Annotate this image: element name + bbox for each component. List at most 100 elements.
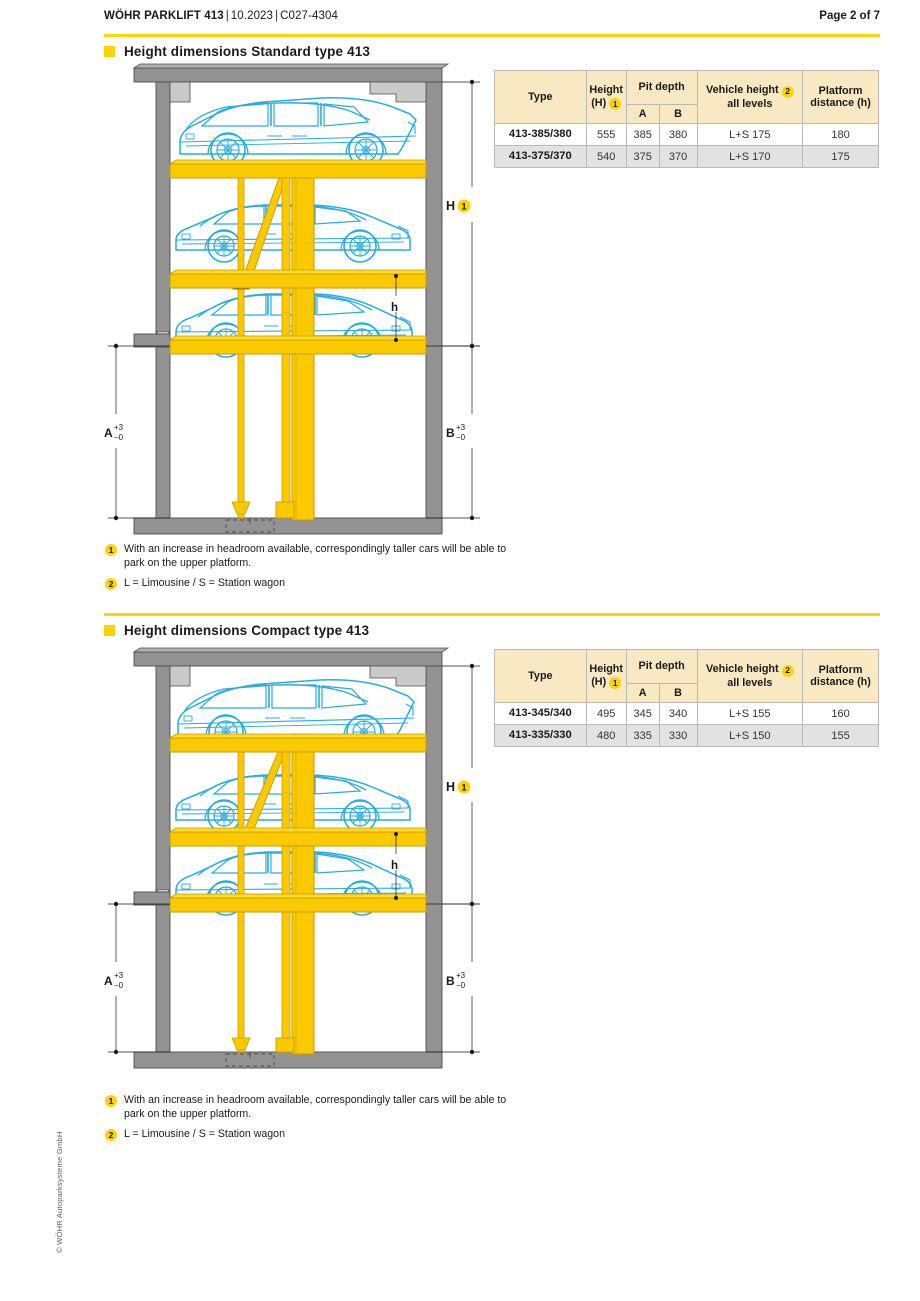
th-pit-depth: Pit depth <box>625 70 698 105</box>
dim-label-platform-distance: h <box>391 302 398 314</box>
th-pit-a: A <box>625 103 660 125</box>
svg-text:+3: +3 <box>456 971 466 980</box>
cell-height: 555 <box>585 123 627 147</box>
diagram-standard: H h A +3 −0 B +3 −0 1 <box>100 62 492 540</box>
th-height: Height (H) 1 <box>585 69 627 125</box>
dim-label-h-total: H <box>446 199 455 213</box>
footnote-badge-2: 2 <box>105 577 117 590</box>
footnote-item: 1 With an increase in headroom available… <box>105 1094 525 1122</box>
th-platform-line2: distance (h) <box>810 676 871 689</box>
th-pit-b: B <box>658 682 698 704</box>
dim-label-h-total: H <box>446 780 455 794</box>
footnote-item: 2 L = Limousine / S = Station wagon <box>105 1128 525 1142</box>
cell-height: 480 <box>585 724 627 748</box>
cell-pit-a: 345 <box>625 702 660 726</box>
section-title-compact: Height dimensions Compact type 413 <box>104 623 369 638</box>
badge-footnote-2: 2 <box>781 664 794 677</box>
cell-platform-distance: 160 <box>802 702 879 726</box>
page-header: WÖHR PARKLIFT 413|10.2023|C027-4304 Page… <box>104 10 880 32</box>
th-height-line1: Height <box>589 84 623 97</box>
dim-label-a: A <box>104 974 113 988</box>
svg-text:−0: −0 <box>456 433 466 442</box>
cell-pit-a: 335 <box>625 724 660 748</box>
header-separator-1: | <box>225 10 229 22</box>
th-vehicle-height-line1: Vehicle height 2 <box>700 663 801 677</box>
th-platform-distance: Platform distance (h) <box>802 648 879 704</box>
table-subheader-row: A B <box>495 103 879 125</box>
cell-platform-distance: 155 <box>802 724 879 748</box>
document-date: 10.2023 <box>230 10 274 22</box>
th-height-line2: (H) 1 <box>589 676 624 690</box>
section-title-label: Height dimensions Standard type 413 <box>124 44 371 59</box>
cell-type: 413-345/340 <box>494 702 587 726</box>
th-platform-distance: Platform distance (h) <box>802 69 879 125</box>
dim-label-platform-distance: h <box>391 860 398 872</box>
th-vehicle-height-line2: all levels <box>727 676 773 689</box>
cell-pit-b: 340 <box>658 702 698 726</box>
th-type: Type <box>494 648 587 704</box>
footnote-text: With an increase in headroom available, … <box>124 1094 507 1120</box>
th-vehicle-height: Vehicle height 2 all levels <box>696 69 804 125</box>
footnote-badge-2: 2 <box>105 1128 117 1141</box>
th-vehicle-height-line2: all levels <box>727 97 773 110</box>
dim-label-b: B <box>446 974 455 988</box>
cell-platform-distance: 180 <box>802 123 879 147</box>
footnote-badge-1: 1 <box>105 544 117 556</box>
th-pit-b: B <box>658 103 698 125</box>
footnote-text: L = Limousine / S = Station wagon <box>124 576 285 589</box>
cell-pit-a: 385 <box>625 123 660 147</box>
cell-type: 413-375/370 <box>494 145 587 169</box>
section-title-label: Height dimensions Compact type 413 <box>124 623 370 638</box>
footnote-text: L = Limousine / S = Station wagon <box>124 1127 285 1140</box>
cell-height: 540 <box>585 145 627 169</box>
diagram-compact: H h A +3 −0 B +3 −0 1 <box>100 646 492 1076</box>
th-platform-line1: Platform <box>818 663 863 676</box>
table-header-row: Type Height (H) 1 Pit depth Vehicle heig… <box>494 648 879 704</box>
cell-pit-b: 330 <box>658 724 698 748</box>
cell-height: 495 <box>585 702 627 726</box>
badge-footnote-1: 1 <box>609 677 622 690</box>
th-height-line1: Height <box>589 663 623 676</box>
dim-badge-h <box>457 780 471 794</box>
th-platform-line2: distance (h) <box>810 97 871 110</box>
footnote-badge-1: 1 <box>105 1095 117 1107</box>
th-pit-depth: Pit depth <box>625 649 698 684</box>
svg-text:−0: −0 <box>114 981 124 990</box>
spec-table-compact: Type Height (H) 1 Pit depth Vehicle heig… <box>494 648 879 748</box>
svg-text:−0: −0 <box>114 433 124 442</box>
th-height: Height (H) 1 <box>585 648 627 704</box>
header-separator-2: | <box>275 10 279 22</box>
badge-footnote-2: 2 <box>781 85 794 98</box>
table-header-row: Type Height (H) 1 Pit depth Vehicle heig… <box>494 69 879 125</box>
footnotes-standard: 1 With an increase in headroom available… <box>105 543 525 597</box>
svg-text:1: 1 <box>461 202 466 212</box>
section-rule-compact <box>104 613 880 616</box>
table-row: 413-345/340 495 345 340 L+S 155 160 <box>494 702 879 726</box>
header-rule <box>104 34 880 37</box>
cell-platform-distance: 175 <box>802 145 879 169</box>
th-type: Type <box>494 69 587 125</box>
svg-text:+3: +3 <box>114 423 124 432</box>
svg-text:−0: −0 <box>456 981 466 990</box>
cell-vehicle-height: L+S 150 <box>696 724 804 748</box>
square-bullet-icon <box>104 625 115 636</box>
dim-label-a: A <box>104 426 113 440</box>
document-code: C027-4304 <box>280 10 338 22</box>
cell-type: 413-335/330 <box>494 724 587 748</box>
cell-vehicle-height: L+S 170 <box>696 145 804 169</box>
cell-vehicle-height: L+S 175 <box>696 123 804 147</box>
cell-pit-a: 375 <box>625 145 660 169</box>
th-vehicle-height: Vehicle height 2 all levels <box>696 648 804 704</box>
section-title-standard: Height dimensions Standard type 413 <box>104 44 370 59</box>
footnote-item: 1 With an increase in headroom available… <box>105 543 525 571</box>
table-row: 413-375/370 540 375 370 L+S 170 175 <box>494 145 879 169</box>
svg-text:+3: +3 <box>114 971 124 980</box>
th-height-line2: (H) 1 <box>589 97 624 111</box>
dim-badge-h <box>457 199 471 213</box>
spec-table-standard: Type Height (H) 1 Pit depth Vehicle heig… <box>494 69 879 169</box>
document-identifier: WÖHR PARKLIFT 413|10.2023|C027-4304 <box>104 10 338 22</box>
footnote-text: With an increase in headroom available, … <box>124 543 507 569</box>
copyright-notice: © WÖHR Autoparksysteme GmbH <box>55 1131 64 1253</box>
footnote-item: 2 L = Limousine / S = Station wagon <box>105 577 525 591</box>
th-vehicle-height-line1: Vehicle height 2 <box>700 84 801 98</box>
